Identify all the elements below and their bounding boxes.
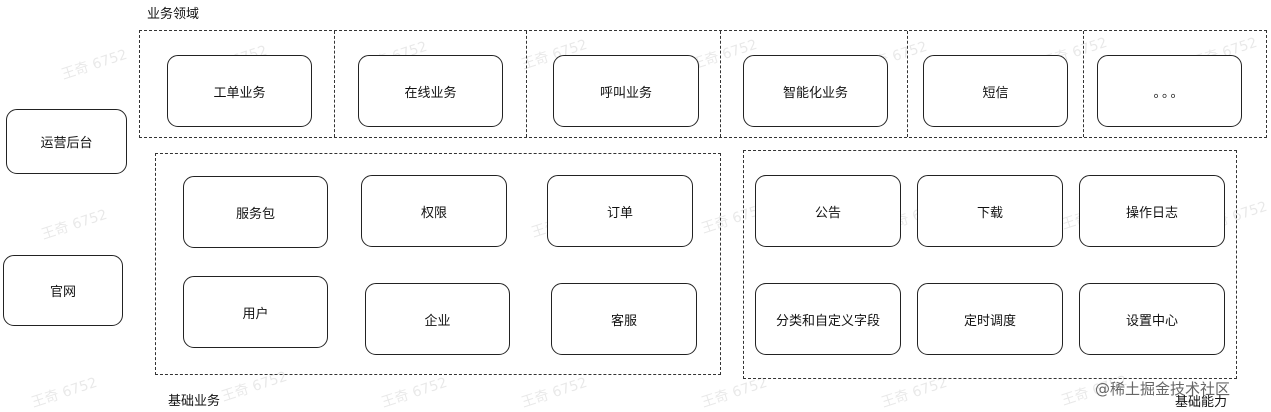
watermark-text: 王奇 6752	[29, 374, 100, 412]
base-cap-label: 基础能力	[1175, 395, 1228, 410]
node-permission[interactable]: 权限	[361, 175, 507, 247]
node-order[interactable]: 订单	[547, 175, 693, 247]
node-official-site[interactable]: 官网	[3, 255, 123, 326]
node-user[interactable]: 用户	[183, 276, 328, 348]
biz-divider	[334, 31, 335, 137]
base-biz-label: 基础业务	[168, 394, 221, 409]
node-scheduled-tasks[interactable]: 定时调度	[917, 283, 1063, 355]
node-announcement[interactable]: 公告	[755, 175, 901, 247]
node-customer-service[interactable]: 客服	[551, 283, 697, 355]
node-service-package[interactable]: 服务包	[183, 176, 328, 248]
biz-divider	[526, 31, 527, 137]
watermark-text: 王奇 6752	[39, 206, 110, 244]
node-enterprise[interactable]: 企业	[365, 283, 510, 355]
node-ticket-business[interactable]: 工单业务	[167, 55, 312, 127]
base-biz-group	[155, 153, 721, 375]
biz-divider	[1083, 31, 1084, 137]
base-cap-group	[743, 150, 1237, 379]
node-category-custom-fields[interactable]: 分类和自定义字段	[755, 283, 901, 355]
node-operation-log[interactable]: 操作日志	[1079, 175, 1225, 247]
node-more[interactable]: 。。。	[1097, 55, 1242, 127]
biz-domain-group	[139, 30, 1267, 138]
biz-domain-label: 业务领域	[147, 7, 200, 22]
node-ai-business[interactable]: 智能化业务	[743, 55, 888, 127]
node-call-business[interactable]: 呼叫业务	[553, 55, 699, 127]
watermark-text: 王奇 6752	[519, 374, 590, 412]
biz-divider	[720, 31, 721, 137]
node-online-business[interactable]: 在线业务	[358, 55, 503, 127]
biz-divider	[907, 31, 908, 137]
node-download[interactable]: 下载	[917, 175, 1063, 247]
node-sms[interactable]: 短信	[923, 55, 1068, 127]
node-ops-backend[interactable]: 运营后台	[6, 109, 127, 174]
watermark-text: 王奇 6752	[379, 374, 450, 412]
site-credit: @稀土掘金技术社区	[1095, 380, 1231, 398]
node-settings-center[interactable]: 设置中心	[1079, 283, 1225, 355]
watermark-text: 王奇 6752	[59, 46, 130, 84]
